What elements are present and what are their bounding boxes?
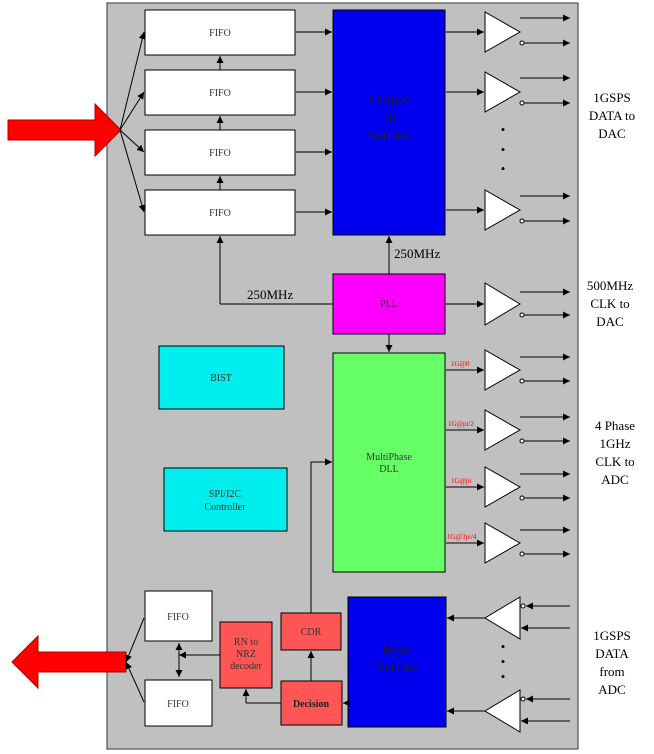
- bist-block: BIST: [158, 345, 285, 410]
- data-buffer-2: [446, 71, 570, 113]
- fifo-label: FIFO: [209, 208, 231, 219]
- fifo-label: FIFO: [167, 699, 189, 710]
- phase-buffer-0: [446, 349, 570, 391]
- side-label-line: CLK to: [590, 296, 629, 311]
- decision-label: Decision: [293, 699, 330, 710]
- output-fifo-3: FIFO: [144, 129, 296, 176]
- clk-buffer-dac: [484, 282, 570, 326]
- pll-label: PLL: [380, 299, 398, 310]
- phase-label-0: 1G@0: [451, 360, 470, 368]
- side-label-line: 500MHz: [587, 278, 633, 293]
- fifo-clock-chain: [216, 56, 333, 305]
- cdr-label: CDR: [301, 627, 322, 638]
- phase-label-pi: 1G@pi: [451, 477, 472, 485]
- side-label-line: DAC: [596, 314, 623, 329]
- input-logic-connections: [125, 458, 350, 707]
- input-fifo-2: FIFO: [144, 679, 213, 727]
- ellipsis-dot: •: [501, 122, 506, 137]
- input-serdes-line2: SerDes: [377, 661, 417, 676]
- output-fifo-4: FIFO: [144, 189, 296, 236]
- phase-label-pi2: 1G@pi/2: [448, 420, 474, 428]
- dll-line1: MultiPhase: [366, 452, 412, 463]
- fifo-label: FIFO: [209, 148, 231, 159]
- input-buffers: [447, 596, 570, 733]
- input-buffer-1: [447, 596, 570, 640]
- side-label-line: DAC: [598, 126, 625, 141]
- input-data-arrow: [7, 102, 122, 158]
- decision-block: Decision: [280, 680, 343, 726]
- side-label-line: ADC: [598, 682, 625, 697]
- multiphase-dll-block: MultiPhase DLL: [332, 352, 446, 573]
- ellipsis-dot: •: [501, 142, 506, 157]
- side-label-line: from: [599, 664, 624, 679]
- ellipsis-dot: •: [501, 669, 506, 684]
- side-label-line: ADC: [601, 472, 628, 487]
- input-buffer-2: [447, 689, 570, 733]
- dll-line2: DLL: [379, 464, 398, 475]
- side-label-line: CLK to: [595, 454, 634, 469]
- output-data-arrow: [11, 634, 127, 690]
- fifo-label: FIFO: [167, 612, 189, 623]
- side-label-line: DATA: [595, 646, 629, 661]
- side-label-line: 4 Phase: [595, 418, 635, 433]
- side-label-line: 1GSPS: [593, 90, 631, 105]
- output-fifo-2: FIFO: [144, 69, 296, 116]
- output-buffers-data: [446, 11, 570, 231]
- phase-buffer-pi: [446, 466, 570, 508]
- cdr-block: CDR: [280, 612, 342, 651]
- output-fifo-1: FIFO: [144, 9, 296, 56]
- spi-i2c-block: SPI/I2C Controller: [163, 467, 288, 532]
- output-serdes-block: Output 16 SerDes: [332, 9, 446, 236]
- input-serdes-line1: Input: [382, 643, 412, 658]
- rn-nrz-line3: decoder: [230, 661, 262, 672]
- ellipsis-dot: •: [501, 161, 506, 176]
- fifo-to-serdes-arrows: [296, 28, 332, 216]
- phase-buffer-pi2: [446, 409, 570, 451]
- fifo-label: FIFO: [209, 88, 231, 99]
- side-label-data-to-dac: 1GSPS DATA to DAC: [589, 90, 635, 141]
- phase-buffers: [446, 349, 570, 564]
- output-serdes-line1: Output: [370, 93, 409, 108]
- spi-i2c-line2: Controller: [204, 502, 246, 513]
- freq-250-right: 250MHz: [394, 246, 440, 261]
- input-serdes-block: Input SerDes: [347, 596, 447, 728]
- buffer-ellipsis-top: • • •: [501, 122, 506, 176]
- data-buffer-1: [446, 11, 570, 53]
- ellipsis-dot: •: [501, 639, 506, 654]
- side-label-clk-to-dac: 500MHz CLK to DAC: [587, 278, 633, 329]
- freq-250-left: 250MHz: [247, 287, 293, 302]
- output-serdes-line3: SerDes: [369, 129, 409, 144]
- rn-nrz-line2: NRZ: [236, 649, 256, 660]
- ellipsis-dot: •: [501, 654, 506, 669]
- spi-i2c-line1: SPI/I2C: [209, 489, 242, 500]
- side-label-4phase-clk: 4 Phase 1GHz CLK to ADC: [595, 418, 635, 487]
- bist-label: BIST: [210, 373, 232, 384]
- output-serdes-line2: 16: [382, 111, 396, 126]
- data-buffer-3: [446, 189, 570, 231]
- input-fifo-1: FIFO: [144, 590, 213, 642]
- fifo-label: FIFO: [209, 28, 231, 39]
- side-label-line: 1GHz: [599, 436, 630, 451]
- phase-buffer-3pi4: [446, 522, 570, 564]
- side-label-line: DATA to: [589, 108, 635, 123]
- side-label-data-from-adc: 1GSPS DATA from ADC: [593, 628, 631, 697]
- rn-nrz-line1: RN to: [234, 637, 258, 648]
- fifo-fanout-lines: [119, 31, 146, 213]
- pll-block: PLL: [332, 273, 446, 335]
- buffer-ellipsis-bottom: • • •: [501, 639, 506, 684]
- phase-label-3pi4: 1G@3pi/4: [447, 533, 477, 541]
- side-label-line: 1GSPS: [593, 628, 631, 643]
- rn-nrz-decoder-block: RN to NRZ decoder: [219, 621, 273, 689]
- pll-connections: [385, 236, 484, 352]
